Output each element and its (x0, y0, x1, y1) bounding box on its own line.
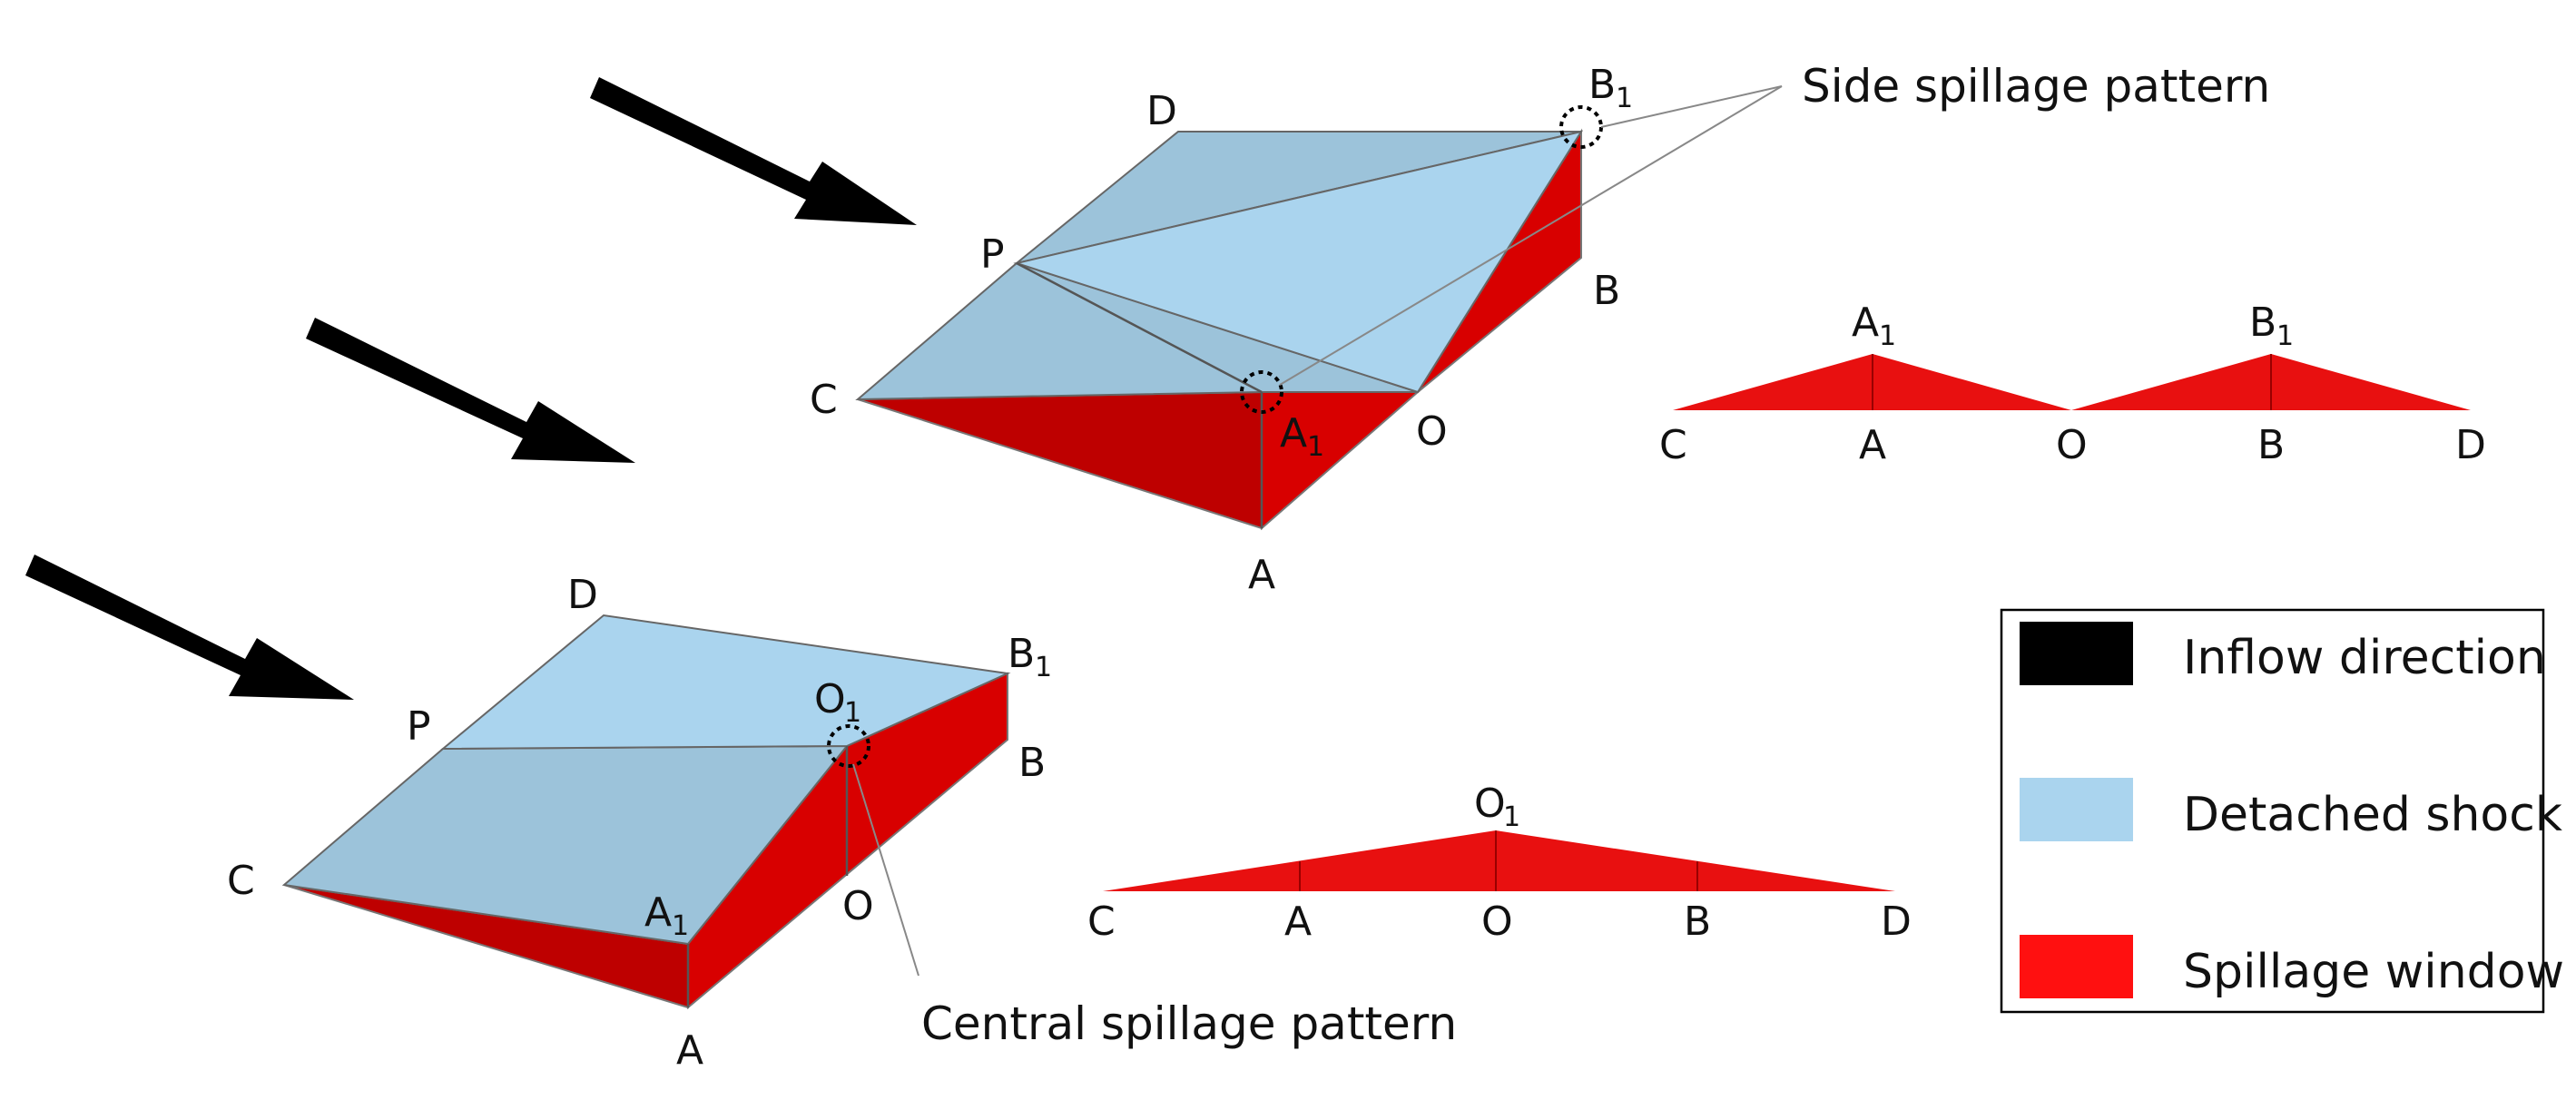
bottom-label-a1-sub: 1 (672, 910, 689, 942)
bottom-model: D P C O A B A 1 B 1 O 1 Central spillage… (227, 572, 1457, 1074)
top-circle-a1 (1240, 370, 1283, 414)
bottom-label-d: D (567, 572, 598, 618)
inflow-arrow-2 (306, 318, 635, 463)
top-label-b: B (1593, 268, 1620, 314)
central-profile-peak (1103, 830, 1895, 891)
side-profile-peak1: A (1852, 300, 1879, 346)
central-profile: C A O B D O 1 (1087, 781, 1912, 945)
central-profile-peak-label: O (1474, 781, 1506, 827)
bottom-label-a: A (676, 1027, 703, 1074)
top-label-p: P (980, 231, 1005, 278)
top-leader-b1 (1600, 85, 1783, 128)
top-leader-a1 (1279, 85, 1783, 386)
side-spillage-caption: Side spillage pattern (1802, 60, 2270, 113)
top-label-c: C (810, 377, 838, 423)
bottom-label-o1-sub: 1 (844, 697, 861, 729)
side-profile-peak2-sub: 1 (2276, 320, 2294, 352)
legend-swatch-shock (2020, 778, 2133, 841)
side-profile-axis-o: O (2056, 422, 2088, 468)
bottom-label-b1: B (1008, 631, 1035, 677)
legend: Inflow direction Detached shock Spillage… (2000, 608, 2564, 1014)
side-profile-peak1-sub: 1 (1879, 320, 1896, 352)
top-line-pa1 (1016, 261, 1263, 394)
top-shock-main (1013, 130, 1584, 394)
top-label-a: A (1248, 552, 1275, 598)
bottom-leader-o1 (852, 763, 919, 977)
top-label-d: D (1146, 88, 1177, 134)
bottom-label-p: P (407, 703, 431, 750)
legend-label-shock: Detached shock (2183, 788, 2562, 842)
bottom-label-c: C (227, 858, 255, 904)
central-profile-axis-a: A (1284, 899, 1312, 945)
top-model: D P C O A B A 1 B 1 Side spillage patter… (810, 60, 2270, 598)
bottom-label-b: B (1018, 740, 1046, 786)
central-spillage-caption: Central spillage pattern (921, 997, 1457, 1050)
top-label-b1: B (1588, 62, 1616, 108)
legend-swatch-inflow (2020, 622, 2133, 685)
central-profile-axis-o: O (1481, 899, 1513, 945)
top-window-ca (857, 390, 1263, 530)
side-profile-axis-b: B (2257, 422, 2285, 468)
central-profile-axis-d: D (1881, 899, 1912, 945)
legend-swatch-spillage (2020, 935, 2133, 998)
central-profile-peak-sub: 1 (1503, 801, 1520, 833)
top-label-a1-sub: 1 (1307, 431, 1324, 463)
bottom-label-b1-sub: 1 (1035, 652, 1052, 683)
legend-label-spillage: Spillage window (2183, 945, 2564, 999)
side-profile-axis-d: D (2455, 422, 2486, 468)
inflow-arrow-1 (590, 77, 917, 225)
top-label-b1-sub: 1 (1616, 83, 1633, 114)
bottom-label-a1: A (644, 889, 672, 936)
bottom-circle-o1 (827, 724, 870, 768)
central-profile-axis-c: C (1087, 899, 1116, 945)
side-profile-axis-a: A (1859, 422, 1886, 468)
bottom-label-o1: O (814, 676, 846, 722)
central-profile-axis-b: B (1684, 899, 1711, 945)
bottom-shock-upper (440, 614, 1011, 751)
top-label-a1: A (1280, 410, 1307, 457)
top-label-o: O (1416, 408, 1448, 455)
bottom-label-o: O (842, 883, 874, 929)
side-profile-axis-c: C (1659, 422, 1687, 468)
side-profile-peak2: B (2249, 300, 2276, 346)
legend-label-inflow: Inflow direction (2183, 631, 2546, 685)
side-profile: C A O B D A 1 B 1 (1659, 300, 2486, 468)
inflow-arrow-3 (25, 555, 354, 700)
